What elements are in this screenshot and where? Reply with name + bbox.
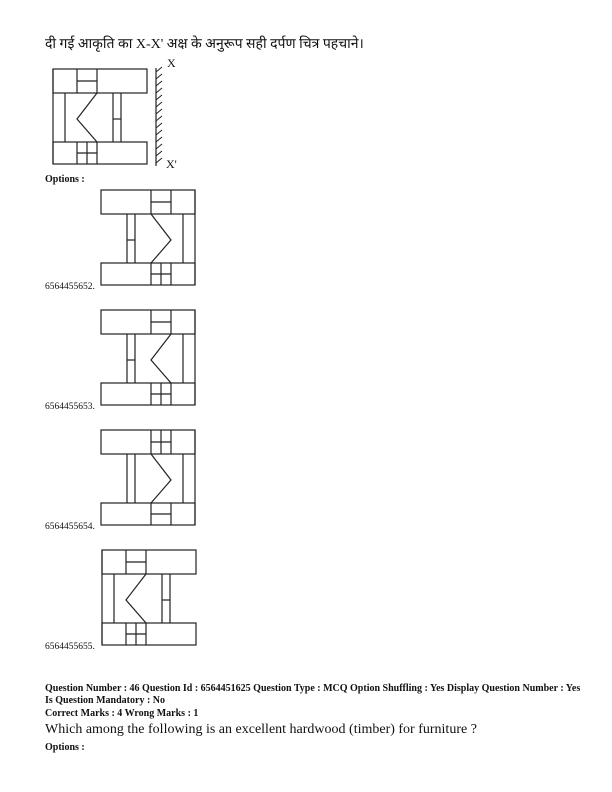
- question-text-hindi: दी गई आकृति का X-X' अक्ष के अनुरूप सही द…: [45, 37, 364, 52]
- bottom-arm: [100, 262, 196, 286]
- chevron: [150, 213, 172, 264]
- chevron: [150, 333, 172, 384]
- top-arm: [100, 309, 196, 335]
- chevron: [125, 573, 147, 624]
- question-marks: Correct Marks : 4 Wrong Marks : 1: [45, 708, 199, 719]
- axis-label-x-prime: X': [166, 157, 177, 171]
- question-figure: [52, 68, 148, 165]
- axis-label-x: X: [167, 56, 176, 70]
- bottom-arm: [101, 622, 197, 646]
- question-text-english: Which among the following is an excellen…: [45, 722, 477, 737]
- option-figure-1[interactable]: [100, 189, 196, 286]
- option-figure-3[interactable]: [100, 429, 196, 526]
- mirror-line: [155, 66, 163, 166]
- chevron: [76, 92, 98, 143]
- bottom-arm: [100, 382, 196, 406]
- chevron: [150, 453, 172, 504]
- question-meta-line: Question Number : 46 Question Id : 65644…: [45, 683, 581, 694]
- top-arm: [100, 189, 196, 215]
- question-mandatory: Is Question Mandatory : No: [45, 695, 166, 706]
- bottom-arm: [52, 141, 148, 165]
- option-id-1: 6564455652.: [45, 282, 95, 292]
- top-arm: [100, 429, 196, 455]
- top-arm: [101, 549, 197, 575]
- options-heading-46: Options :: [45, 742, 85, 753]
- options-heading: Options :: [45, 174, 85, 185]
- option-figure-4[interactable]: [101, 549, 197, 646]
- option-figure-2[interactable]: [100, 309, 196, 406]
- option-id-2: 6564455653.: [45, 402, 95, 412]
- bottom-arm: [100, 502, 196, 526]
- option-id-4: 6564455655.: [45, 642, 95, 652]
- option-id-3: 6564455654.: [45, 522, 95, 532]
- top-arm: [52, 68, 148, 94]
